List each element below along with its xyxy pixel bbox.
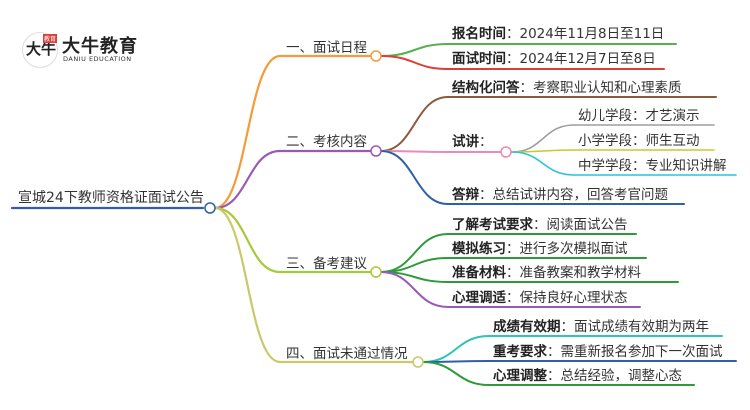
root-title: 宣城24下教师资格证面试公告 xyxy=(18,190,204,206)
branch-2-node-icon xyxy=(370,145,382,157)
branch-4-leaf-3-link xyxy=(422,361,490,386)
branch-4-label: 四、面试未通过情况 xyxy=(286,346,408,362)
leaf-registration-time: 报名时间：2024年11月8日至11日 xyxy=(452,26,665,42)
branch-4-link xyxy=(213,206,282,364)
root-node-icon xyxy=(204,202,216,214)
branch-2-label: 二、考核内容 xyxy=(286,134,367,150)
branch-3-leaf-4-link xyxy=(380,271,449,308)
leaf-mock-practice: 模拟练习：进行多次模拟面试 xyxy=(452,241,628,257)
branch-3-link xyxy=(213,206,282,274)
branch-2-link xyxy=(213,149,282,210)
branch-4-node-icon xyxy=(412,356,424,368)
branch-3-label: 三、备考建议 xyxy=(286,256,367,272)
branch-3-leaf-1-link xyxy=(380,233,449,273)
logo-name-en: DANIU EDUCATION xyxy=(63,55,132,63)
sub-leaf-secondary: 中学学段：专业知识讲解 xyxy=(578,158,727,174)
branch-1-link xyxy=(213,54,282,210)
branch-2-leaf-2-link xyxy=(380,150,449,153)
leaf-know-requirements: 了解考试要求：阅读面试公告 xyxy=(452,217,628,233)
trial-sub-1-link xyxy=(511,124,575,153)
branch-3-node-icon xyxy=(370,266,382,278)
sub-leaf-kindergarten: 幼儿学段：才艺演示 xyxy=(578,108,700,124)
trial-node-icon xyxy=(500,146,512,158)
logo-name-cn: 大牛教育 xyxy=(62,36,138,57)
branch-1-node-icon xyxy=(370,50,382,62)
leaf-interview-time: 面试时间：2024年12月7日至8日 xyxy=(452,51,656,67)
leaf-mindset-adjustment: 心理调整：总结经验，调整心态 xyxy=(493,368,682,384)
leaf-structured-qa: 结构化问答：考察职业认知和心理素质 xyxy=(452,80,682,96)
logo-mark-seal: 教育 xyxy=(43,34,57,43)
branch-1-leaf-1-link xyxy=(380,43,449,57)
trial-sub-3-link xyxy=(511,151,575,176)
branch-1-leaf-2-link xyxy=(380,55,449,70)
branch-4-leaf-1-link xyxy=(422,335,490,363)
leaf-trial-teaching: 试讲： xyxy=(452,134,493,150)
brand-logo: 大牛 教育 大牛教育 DANIU EDUCATION xyxy=(22,30,172,70)
leaf-mental-adjustment: 心理调适：保持良好心理状态 xyxy=(452,290,628,306)
sub-leaf-primary: 小学学段：师生互动 xyxy=(578,133,700,149)
branch-2-leaf-1-link xyxy=(380,96,449,152)
logo-mark-icon: 大牛 教育 xyxy=(22,32,58,68)
leaf-prepare-materials: 准备材料：准备教案和教学材料 xyxy=(452,265,641,281)
leaf-score-validity: 成绩有效期：面试成绩有效期为两年 xyxy=(493,319,709,335)
leaf-defense: 答辩：总结试讲内容，回答考官问题 xyxy=(452,187,668,203)
branch-2-leaf-3-link xyxy=(380,150,449,205)
logo-mark-text: 大牛 xyxy=(26,40,57,58)
branch-1-label: 一、面试日程 xyxy=(286,40,367,56)
leaf-retake-requirement: 重考要求：需重新报名参加下一次面试 xyxy=(493,344,723,360)
